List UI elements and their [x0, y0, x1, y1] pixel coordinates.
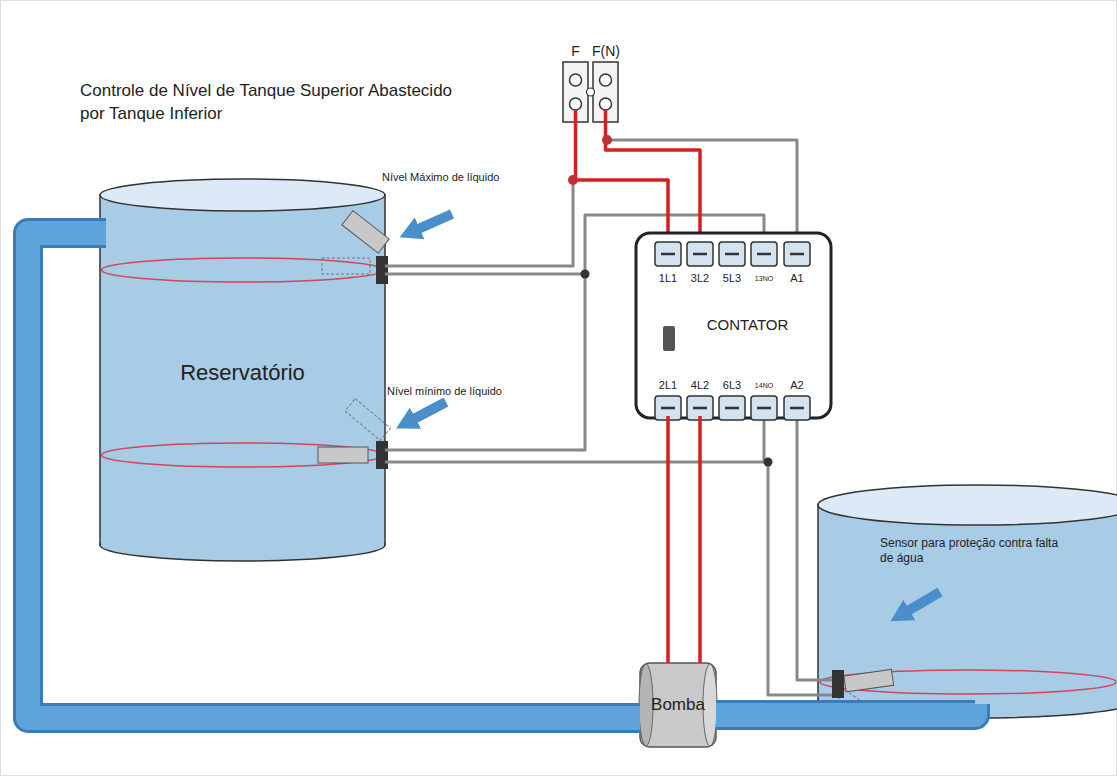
pointer-arrow — [412, 402, 446, 420]
pin-name: 3L2 — [690, 272, 710, 285]
pin-name: 4L2 — [690, 379, 710, 392]
lower-tank-drawing — [818, 485, 1117, 727]
pin-name: A1 — [789, 272, 804, 285]
level-label: Nível Máximo de líquido — [381, 171, 500, 184]
tank-node: Reservatório — [100, 185, 385, 560]
contactor-drawing — [636, 233, 831, 420]
pointer-arrow — [416, 214, 452, 230]
tank-drawing — [100, 179, 390, 561]
water-pipe — [28, 233, 640, 718]
node-text: Bomba — [651, 694, 705, 715]
water-pipe — [716, 704, 975, 715]
level-label: Nível mínimo de líquido — [386, 385, 503, 398]
power-wire — [668, 416, 669, 663]
terminal-label: F — [570, 43, 581, 59]
terminal-label: F(N) — [591, 43, 621, 59]
diagram-title: Controle de Nível de Tanque Superior Aba… — [80, 79, 480, 125]
node-text: Sensor para proteção contra falta de águ… — [880, 536, 1070, 566]
terminal-block — [563, 62, 618, 122]
power-wire — [700, 416, 701, 663]
pin-name: 1L1 — [658, 272, 678, 285]
pin-name: A2 — [789, 379, 804, 392]
node-text: CONTATOR — [707, 316, 789, 335]
pin-name: 13NO — [754, 275, 774, 283]
wiring — [385, 110, 832, 695]
pump-node: Bomba — [640, 663, 716, 747]
pointer-arrow — [906, 592, 940, 612]
pump-drawing — [639, 663, 717, 747]
pin-name: 5L3 — [722, 272, 742, 285]
pin-name: 14NO — [754, 382, 774, 390]
node-text: Reservatório — [180, 359, 305, 387]
tank-node: Sensor para proteção contra falta de águ… — [818, 488, 1117, 718]
pin-name: 6L3 — [722, 379, 742, 392]
pin-name: 2L1 — [658, 379, 678, 392]
